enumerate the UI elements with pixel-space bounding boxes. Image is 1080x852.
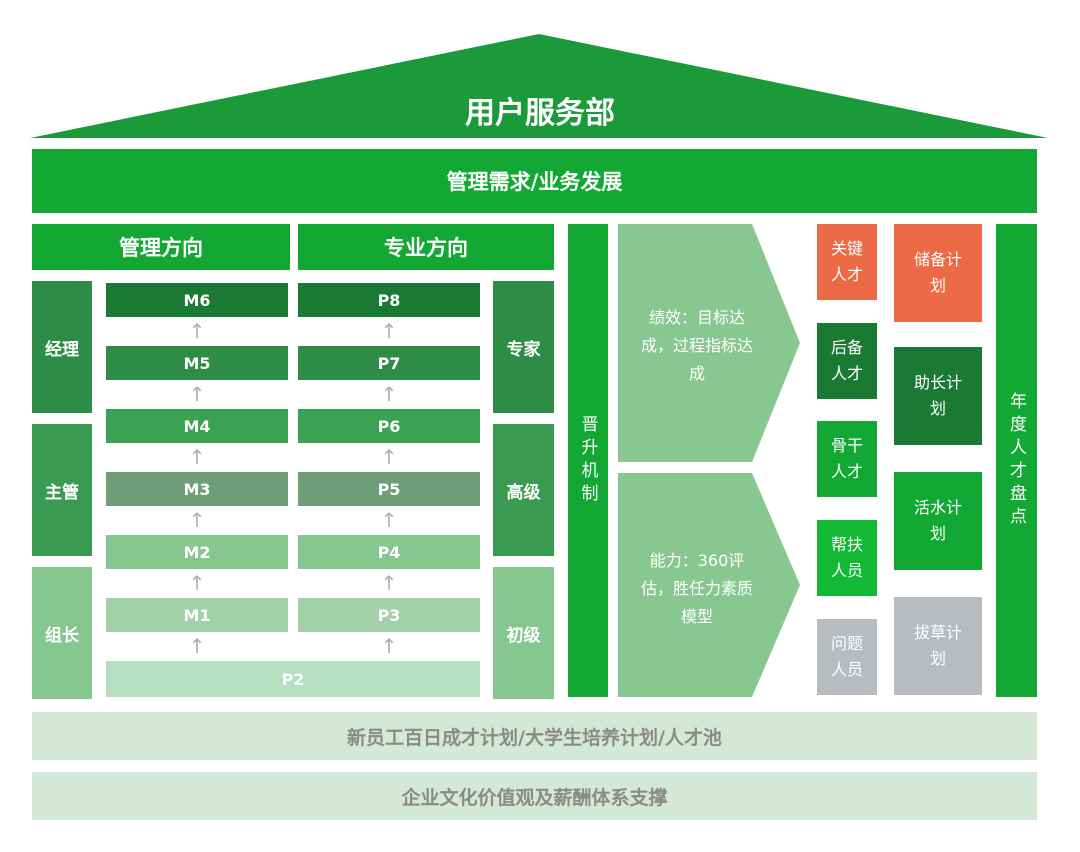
level-m5: M5: [106, 346, 288, 380]
plan-remove: 拔草计划: [894, 597, 982, 695]
arrow-up-icon: ↑: [188, 445, 206, 469]
professional-header: 专业方向: [298, 224, 554, 270]
role-senior: 高级: [493, 424, 554, 556]
level-p6: P6: [298, 409, 480, 443]
talent-backbone: 骨干人才: [817, 421, 877, 497]
ability-assessment: 能力：360评估，胜任力素质模型: [618, 473, 800, 697]
level-p8: P8: [298, 283, 480, 317]
arrow-up-icon: ↑: [380, 571, 398, 595]
level-m3: M3: [106, 472, 288, 506]
arrow-up-icon: ↑: [188, 382, 206, 406]
arrow-up-icon: ↑: [188, 634, 206, 658]
level-m4: M4: [106, 409, 288, 443]
performance-text: 绩效：目标达成，过程指标达成: [640, 308, 753, 383]
level-p4: P4: [298, 535, 480, 569]
arrow-up-icon: ↑: [380, 634, 398, 658]
promotion-mechanism: 晋升机制: [568, 224, 608, 697]
page-title: 用户服务部: [465, 96, 615, 131]
plan-flow: 活水计划: [894, 472, 982, 570]
arrow-up-icon: ↑: [380, 445, 398, 469]
foundation-training: 新员工百日成才计划/大学生培养计划/人才池: [32, 712, 1037, 760]
level-m1: M1: [106, 598, 288, 632]
talent-problem: 问题人员: [817, 619, 877, 695]
level-p3: P3: [298, 598, 480, 632]
role-junior: 初级: [493, 567, 554, 699]
roof: [30, 34, 1048, 138]
arrow-up-icon: ↑: [188, 508, 206, 532]
arrow-up-icon: ↑: [380, 382, 398, 406]
arrow-up-icon: ↑: [188, 571, 206, 595]
talent-reserve: 后备人才: [817, 323, 877, 399]
arrow-up-icon: ↑: [188, 319, 206, 343]
level-m6: M6: [106, 283, 288, 317]
level-p7: P7: [298, 346, 480, 380]
talent-support: 帮扶人员: [817, 520, 877, 596]
business-banner: 管理需求/业务发展: [32, 149, 1037, 213]
level-m2: M2: [106, 535, 288, 569]
plan-reserve: 储备计划: [894, 224, 982, 322]
plan-growth: 助长计划: [894, 347, 982, 445]
ability-text: 能力：360评估，胜任力素质模型: [640, 551, 753, 626]
chevron-shape: [618, 473, 800, 697]
role-manager: 经理: [32, 281, 92, 413]
performance-assessment: 绩效：目标达成，过程指标达成: [618, 224, 800, 462]
role-team-leader: 组长: [32, 567, 92, 699]
chevron-shape: [618, 224, 800, 462]
talent-key: 关键人才: [817, 224, 877, 300]
arrow-up-icon: ↑: [380, 319, 398, 343]
role-supervisor: 主管: [32, 424, 92, 556]
level-p2: P2: [106, 661, 480, 697]
foundation-culture: 企业文化价值观及薪酬体系支撑: [32, 772, 1037, 820]
level-p5: P5: [298, 472, 480, 506]
management-header: 管理方向: [32, 224, 290, 270]
annual-talent-review: 年度人才盘点: [996, 224, 1037, 697]
role-expert: 专家: [493, 281, 554, 413]
arrow-up-icon: ↑: [380, 508, 398, 532]
